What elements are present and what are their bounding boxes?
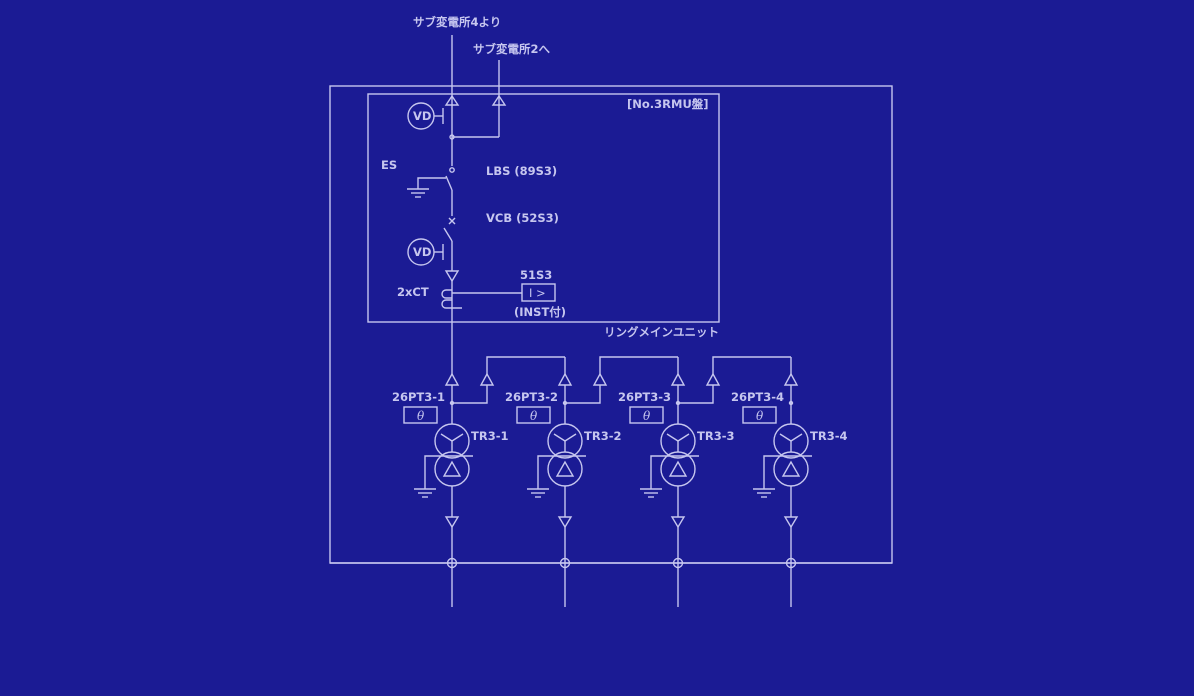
relay-name: 51S3 <box>520 268 552 282</box>
cable-head-icon <box>592 372 608 386</box>
theta-symbol: θ <box>756 409 764 423</box>
junction-dot <box>788 400 794 406</box>
lbs-switch-icon <box>445 167 455 216</box>
pt-label: 26PT3-2 <box>505 390 558 404</box>
transformer-secondary-icon <box>547 451 583 487</box>
transformer-primary-icon <box>547 423 583 459</box>
earth-switch-icon <box>407 177 446 198</box>
vcb-label: VCB (52S3) <box>486 211 559 225</box>
voltage-detector-1: VD <box>407 102 444 130</box>
pt-label: 26PT3-3 <box>618 390 671 404</box>
transformer-primary-icon <box>660 423 696 459</box>
junction-dot <box>449 400 455 406</box>
transformer-secondary-icon <box>660 451 696 487</box>
cable-head-icon <box>444 270 460 283</box>
junction-dot <box>675 400 681 406</box>
transformer-label: TR3-2 <box>584 429 621 443</box>
pt-label: 26PT3-4 <box>731 390 784 404</box>
transformer-label: TR3-4 <box>810 429 847 443</box>
cable-head-icon <box>444 516 460 529</box>
ct-icon <box>441 289 462 309</box>
bus-crossing-icon <box>446 557 458 569</box>
unit-label: リングメインユニット <box>604 325 719 339</box>
rmu-panel-boundary <box>367 93 720 323</box>
cable-head-icon <box>783 516 799 529</box>
cable-head-icon <box>491 94 507 106</box>
relay-symbol: I > <box>529 286 546 300</box>
cable-head-icon <box>557 516 573 529</box>
overcurrent-relay <box>521 283 556 302</box>
es-label: ES <box>381 158 397 172</box>
cable-head-icon <box>705 372 721 386</box>
transformer-primary-icon <box>773 423 809 459</box>
transformer-secondary-icon <box>434 451 470 487</box>
junction-dot <box>449 134 455 140</box>
svg-text:VD: VD <box>413 109 431 123</box>
incoming-label: サブ変電所4より <box>413 15 501 29</box>
cable-head-icon <box>783 372 799 386</box>
bus-crossing-icon <box>672 557 684 569</box>
cable-head-icon <box>444 372 460 386</box>
transformer-label: TR3-1 <box>471 429 508 443</box>
transformer-label: TR3-3 <box>697 429 734 443</box>
outgoing-label: サブ変電所2へ <box>473 42 551 56</box>
temperature-relay <box>629 406 664 424</box>
voltage-detector-2: VD <box>407 238 444 266</box>
ct-label: 2xCT <box>397 285 429 299</box>
bus-crossing-icon <box>559 557 571 569</box>
theta-symbol: θ <box>417 409 425 423</box>
transformer-secondary-icon <box>773 451 809 487</box>
junction-dot <box>562 400 568 406</box>
temperature-relay <box>403 406 438 424</box>
transformer-primary-icon <box>434 423 470 459</box>
vcb-breaker-icon <box>443 217 456 271</box>
pt-label: 26PT3-1 <box>392 390 445 404</box>
cable-head-icon <box>557 372 573 386</box>
panel-label: [No.3RMU盤] <box>627 97 709 111</box>
cable-head-icon <box>670 516 686 529</box>
svg-text:VD: VD <box>413 245 431 259</box>
theta-symbol: θ <box>530 409 538 423</box>
relay-note: (INST付) <box>514 305 566 319</box>
bus-crossing-icon <box>785 557 797 569</box>
cable-head-icon <box>444 94 460 106</box>
temperature-relay <box>516 406 551 424</box>
theta-symbol: θ <box>643 409 651 423</box>
cable-head-icon <box>670 372 686 386</box>
lbs-label: LBS (89S3) <box>486 164 557 178</box>
temperature-relay <box>742 406 777 424</box>
cable-head-icon <box>479 372 495 386</box>
